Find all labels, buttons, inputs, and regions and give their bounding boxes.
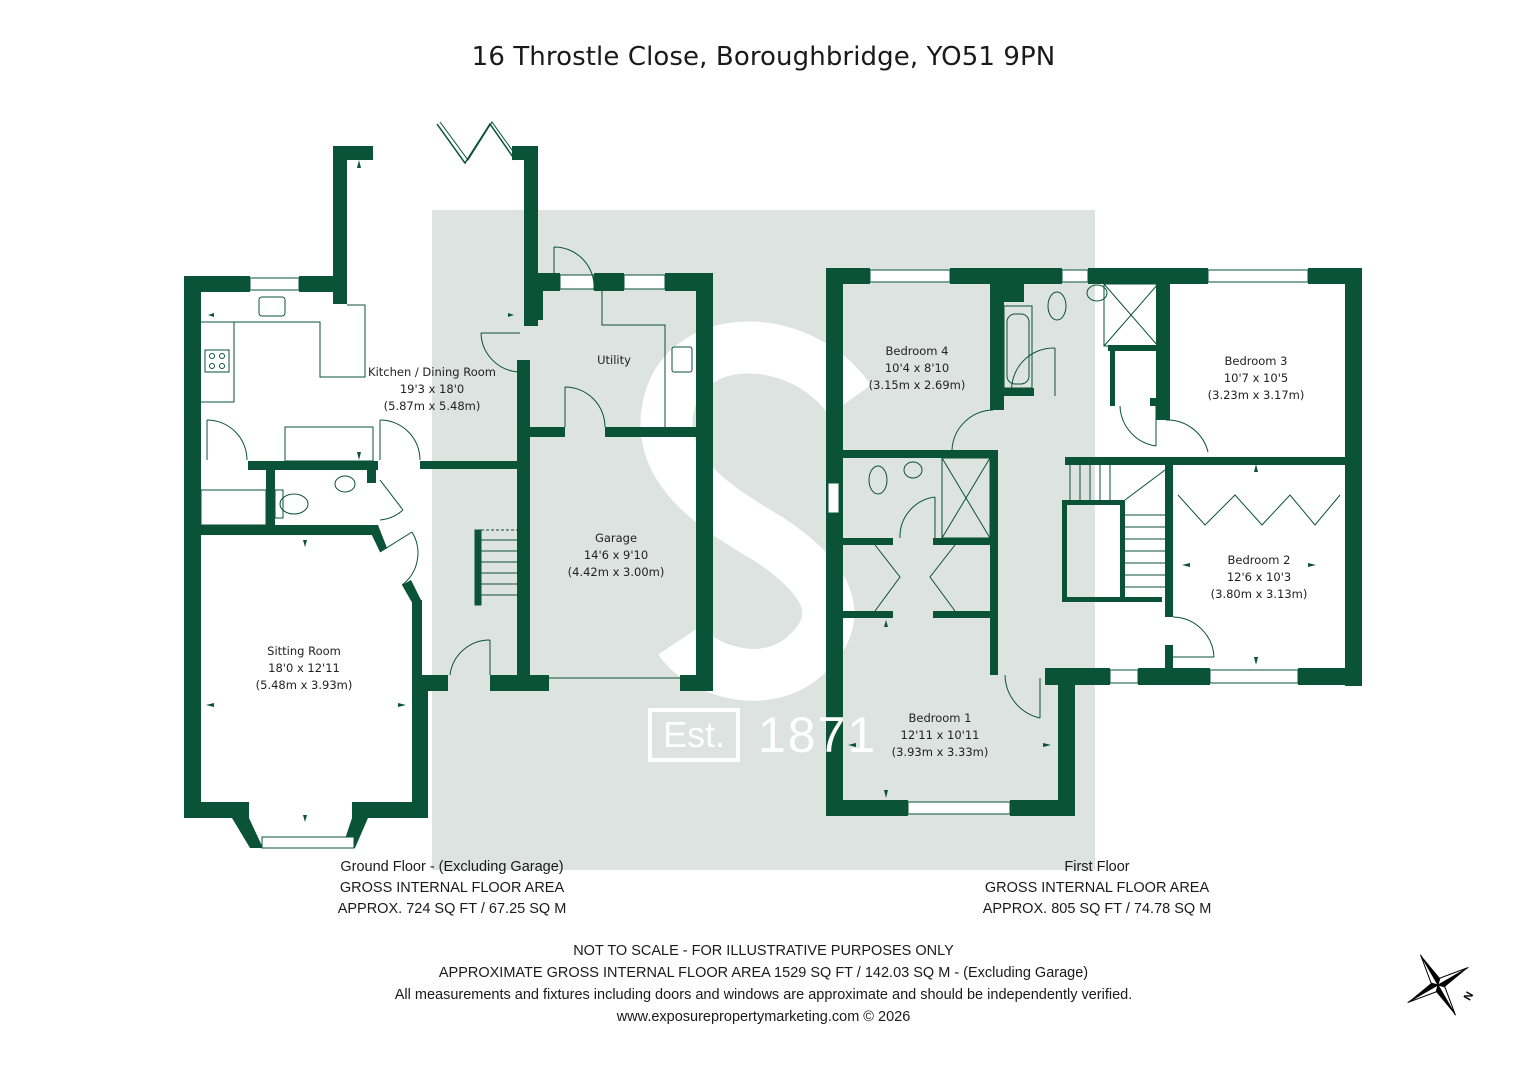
room-label-bedroom-2: Bedroom 2 12'6 x 10'3 (3.80m x 3.13m) [1211, 552, 1308, 603]
room-dimensions-imperial: 10'4 x 8'10 [884, 361, 950, 375]
watermark-year: 1871 [758, 707, 878, 763]
room-dimensions-imperial: 10'7 x 10'5 [1223, 371, 1289, 385]
room-name: Garage [594, 531, 638, 545]
room-name: Utility [597, 353, 631, 367]
dimension-markers [206, 160, 1316, 822]
room-dimensions-imperial: 12'11 x 10'11 [900, 728, 980, 742]
compass-rose-icon [1407, 954, 1469, 1016]
room-label-bedroom-4: Bedroom 4 10'4 x 8'10 (3.15m x 2.69m) [869, 343, 966, 394]
room-name: Kitchen / Dining Room [368, 365, 496, 379]
room-name: Bedroom 3 [1224, 354, 1288, 368]
copyright-website: www.exposurepropertymarketing.com © 2026 [616, 1009, 911, 1025]
room-dimensions-imperial: 14'6 x 9'10 [583, 548, 649, 562]
room-dimensions-metric: (5.48m x 3.93m) [255, 678, 353, 692]
ground-floor-title: Ground Floor - (Excluding Garage) [340, 859, 564, 875]
room-name: Bedroom 4 [885, 344, 949, 358]
ground-floor-area: APPROX. 724 SQ FT / 67.25 SQ M [337, 901, 567, 917]
property-address-title: 16 Throstle Close, Boroughbridge, YO51 9… [471, 42, 1056, 72]
room-dimensions-metric: (3.80m x 3.13m) [1210, 587, 1308, 601]
room-name: Bedroom 1 [908, 711, 972, 725]
first-floor-caption: First Floor GROSS INTERNAL FLOOR AREA AP… [983, 857, 1212, 920]
watermark-s-logo [640, 321, 872, 701]
first-floor-fixtures [827, 269, 1341, 815]
room-dimensions-imperial: 19'3 x 18'0 [399, 382, 465, 396]
room-label-bedroom-3: Bedroom 3 10'7 x 10'5 (3.23m x 3.17m) [1208, 353, 1305, 404]
first-floor-area: APPROX. 805 SQ FT / 74.78 SQ M [982, 901, 1212, 917]
ground-floor-caption: Ground Floor - (Excluding Garage) GROSS … [338, 857, 567, 920]
first-floor-gia-label: GROSS INTERNAL FLOOR AREA [984, 880, 1210, 896]
not-to-scale-note: NOT TO SCALE - FOR ILLUSTRATIVE PURPOSES… [573, 943, 954, 959]
disclaimer-footer: NOT TO SCALE - FOR ILLUSTRATIVE PURPOSES… [0, 940, 1527, 1028]
room-dimensions-metric: (4.42m x 3.00m) [567, 565, 665, 579]
watermark-est-label: Est. [648, 708, 740, 762]
room-label-kitchen-dining: Kitchen / Dining Room 19'3 x 18'0 (5.87m… [368, 364, 496, 415]
room-name: Bedroom 2 [1227, 553, 1291, 567]
room-name: Sitting Room [267, 644, 341, 658]
room-label-utility: Utility [597, 352, 631, 369]
room-dimensions-metric: (3.15m x 2.69m) [868, 378, 966, 392]
room-label-garage: Garage 14'6 x 9'10 (4.42m x 3.00m) [568, 530, 665, 581]
ground-floor-gia-label: GROSS INTERNAL FLOOR AREA [339, 880, 565, 896]
room-dimensions-imperial: 12'6 x 10'3 [1226, 570, 1292, 584]
ground-floor-walls [184, 146, 713, 848]
room-dimensions-metric: (5.87m x 5.48m) [383, 399, 481, 413]
ground-floor-fixtures [200, 121, 693, 849]
measurements-disclaimer: All measurements and fixtures including … [394, 987, 1133, 1003]
first-floor-walls [826, 268, 1362, 816]
room-label-sitting-room: Sitting Room 18'0 x 12'11 (5.48m x 3.93m… [256, 643, 353, 694]
total-area-note: APPROXIMATE GROSS INTERNAL FLOOR AREA 15… [438, 965, 1089, 981]
first-floor-title: First Floor [1064, 859, 1130, 875]
room-dimensions-imperial: 18'0 x 12'11 [268, 661, 340, 675]
room-label-bedroom-1: Bedroom 1 12'11 x 10'11 (3.93m x 3.33m) [892, 710, 989, 761]
room-dimensions-metric: (3.23m x 3.17m) [1207, 388, 1305, 402]
room-dimensions-metric: (3.93m x 3.33m) [891, 745, 989, 759]
